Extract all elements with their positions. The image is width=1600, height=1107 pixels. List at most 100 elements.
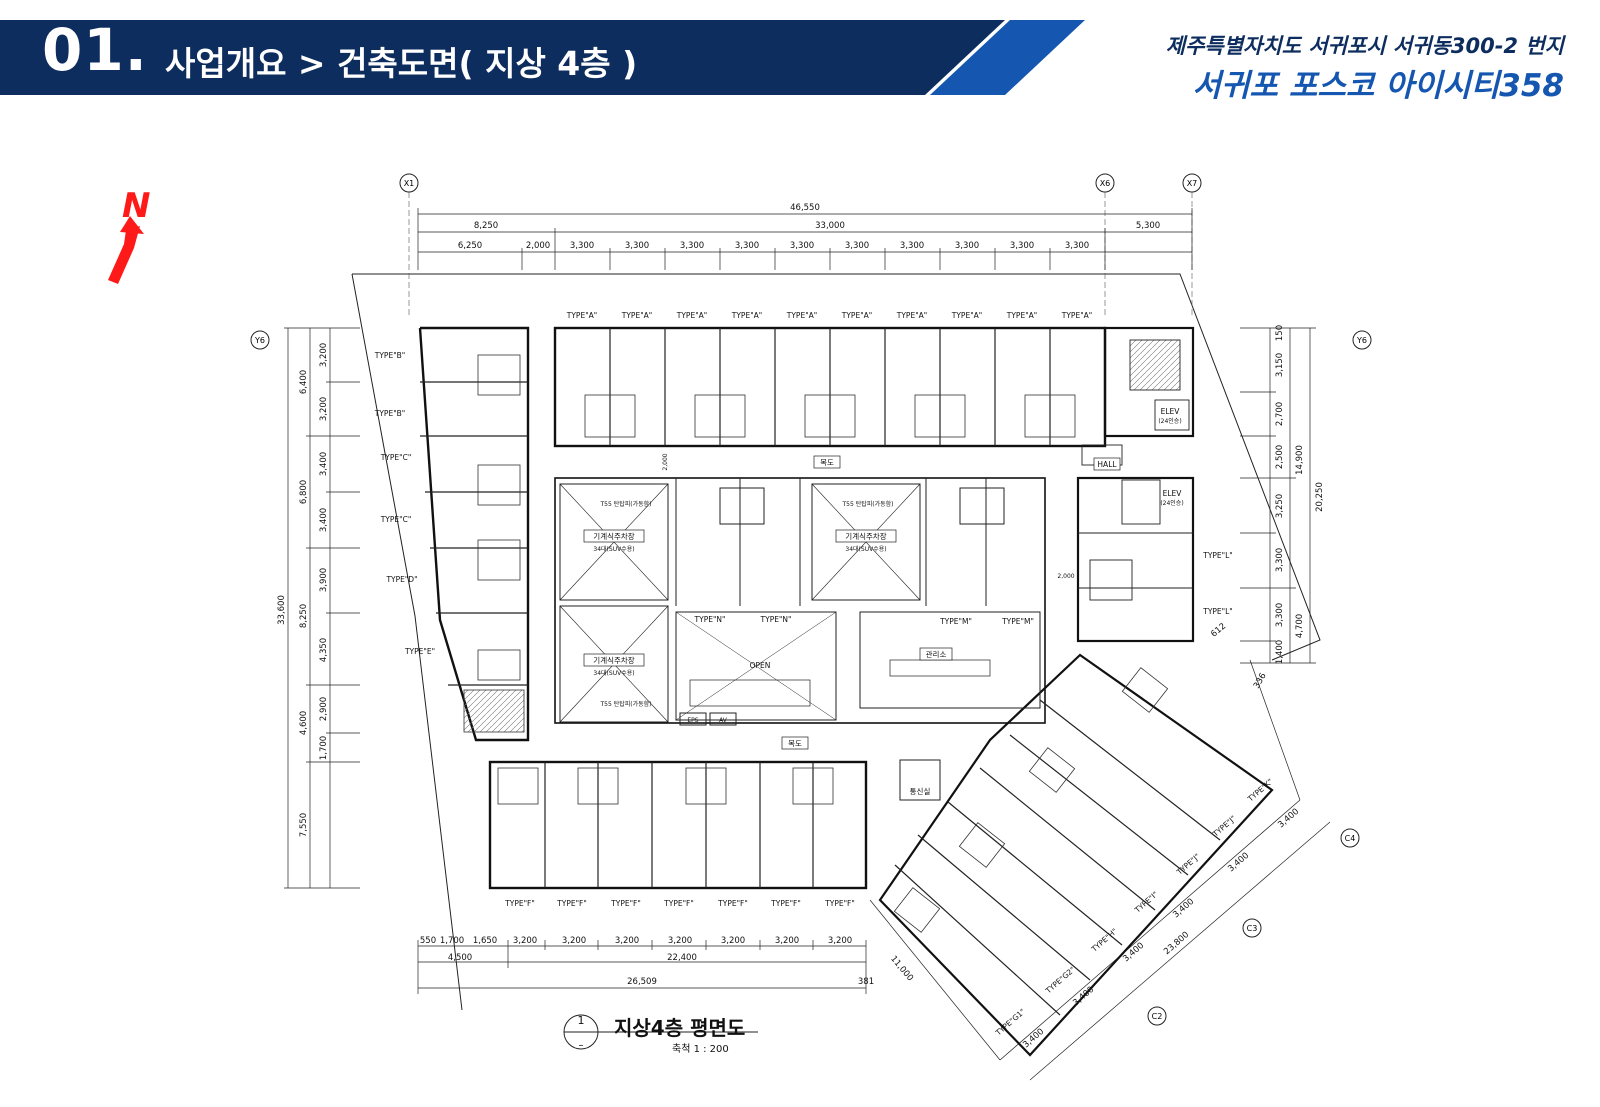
site-address: 제주특별자치도 서귀포시 서귀동300-2 번지 (1165, 34, 1564, 58)
bottom-dimension-text: 550 1,700 1,650 3,200 3,200 3,200 3,200 … (420, 936, 874, 987)
parking-sub-3: 34대(SUV수용) (845, 545, 886, 553)
core-interior (1078, 339, 1193, 601)
unit-labels-diag: TYPE"G1" TYPE"G2" TYPE"H" TYPE"I" TYPE"J… (993, 777, 1275, 1038)
dim-bot-d3: 1,650 (473, 936, 497, 946)
dim-left-g2: 6,800 (299, 480, 309, 504)
elev2-sub: (24인승) (1160, 500, 1183, 507)
corr-dim-1: 2,000 (662, 453, 669, 470)
dim-right-d3: 2,500 (1275, 445, 1285, 469)
drawing-number: 1 (577, 1014, 585, 1027)
dim-top-overall: 46,550 (790, 203, 820, 213)
parking-sub-1: 34대(SUV수용) (593, 545, 634, 553)
dim-left-d8: 1,700 (319, 736, 329, 760)
unit-labels-center: TYPE"N" TYPE"N" TYPE"M" TYPE"M" (694, 615, 1034, 626)
dim-right-d5: 3,300 (1275, 548, 1285, 572)
grid-tag-y6-right: Y6 (1356, 336, 1367, 345)
dim-right-group: 14,900 (1295, 445, 1305, 475)
page-header: 01. 사업개요 > 건축도면( 지상 4층 ) 제주특별자치도 서귀포시 서귀… (0, 0, 1600, 104)
dim-diag-small: 612 (1209, 621, 1228, 639)
unit-label: TYPE"L" (1202, 551, 1233, 560)
dim-bot-d5: 3,200 (562, 936, 586, 946)
diagonal-dimension-lines (869, 659, 1331, 1081)
site-boundary (351, 273, 1321, 1011)
elev1-label: ELEV (1161, 407, 1181, 416)
dim-right-d2: 2,700 (1275, 402, 1285, 426)
north-arrow-icon (108, 216, 144, 284)
dim-top-d12: 3,300 (1065, 241, 1089, 251)
corr-dim-2: 2,000 (1057, 573, 1074, 580)
dim-bot-d8: 3,200 (721, 936, 745, 946)
dim-diag-corner: 336 (1252, 671, 1269, 690)
dim-top-d5: 3,300 (680, 241, 704, 251)
grid-tag-x7: X7 (1187, 179, 1198, 188)
dim-top-d1: 6,250 (458, 241, 482, 251)
room-labels: 복도 복도 HALL ELEV (24인승) ELEV (24인승) 기계식주차… (583, 407, 1184, 796)
grid-tag-c4: C4 (1345, 834, 1356, 843)
elev1-sub: (24인승) (1158, 418, 1181, 425)
diag-wing-bathrooms (893, 667, 1169, 933)
unit-label: TYPE"B" (374, 351, 405, 360)
left-stair (463, 689, 525, 733)
unit-label: TYPE"N" (760, 615, 792, 624)
diag-wing-partitions (894, 699, 1221, 1016)
unit-labels-bottom: TYPE"F" TYPE"F" TYPE"F" TYPE"F" TYPE"F" … (504, 899, 855, 908)
dim-bot-d10: 3,200 (828, 936, 852, 946)
dim-bot-tail: 381 (858, 977, 874, 987)
unit-label: TYPE"G2" (1043, 965, 1077, 996)
header-banner (0, 20, 1085, 95)
unit-label: TYPE"A" (896, 311, 927, 320)
top-dimension-text: 46,550 8,250 33,000 5,300 6,250 2,000 3,… (458, 203, 1160, 251)
section-title: 사업개요 > 건축도면( 지상 4층 ) (165, 44, 638, 83)
dim-right-d7: 1,400 (1275, 640, 1285, 664)
grid-tag-c2: C2 (1152, 1012, 1163, 1021)
dim-left-d4: 3,400 (319, 508, 329, 532)
unit-label: TYPE"F" (717, 899, 748, 908)
left-dimension-text: 33,600 6,400 6,800 8,250 4,600 7,550 3,2… (277, 343, 329, 837)
comm-label: 통신실 (910, 786, 931, 796)
left-col-bathrooms (477, 354, 521, 681)
caption-symbol (563, 1014, 758, 1050)
courtyard-interior (559, 478, 1041, 726)
dim-left-g5: 7,550 (299, 813, 309, 837)
dim-left-g1: 6,400 (299, 370, 309, 394)
dim-left-d3: 3,400 (319, 452, 329, 476)
unit-label: TYPE"F" (663, 899, 694, 908)
bottom-dimension-lines (417, 940, 867, 994)
unit-label: TYPE"A" (951, 311, 982, 320)
drawing-scale: 축척 1 : 200 (672, 1044, 729, 1055)
dim-top-b: 33,000 (815, 221, 845, 231)
dim-bot-g2: 22,400 (667, 953, 697, 963)
parking-label-3: 기계식주차장 (845, 531, 886, 541)
left-col-partitions (420, 381, 528, 686)
unit-label: TYPE"E" (404, 647, 435, 656)
dim-bot-d7: 3,200 (668, 936, 692, 946)
bottom-row-bathrooms (497, 767, 834, 805)
unit-label: TYPE"F" (610, 899, 641, 908)
caption-dash: – (579, 1040, 584, 1051)
dim-left-g3: 8,250 (299, 604, 309, 628)
left-dimension-lines (284, 327, 360, 889)
dim-diag-overall: 23,800 (1162, 930, 1191, 957)
unit-label: TYPE"A" (786, 311, 817, 320)
top-dimension-lines (417, 208, 1193, 270)
unit-label: TYPE"M" (939, 617, 972, 626)
dim-top-d8: 3,300 (845, 241, 869, 251)
dim-bot-g1: 4,500 (448, 953, 472, 963)
dim-left-d6: 4,350 (319, 638, 329, 662)
dim-top-d3: 3,300 (570, 241, 594, 251)
grid-tag-y6-left: Y6 (254, 336, 265, 345)
unit-label: TYPE"A" (841, 311, 872, 320)
dim-left-overall: 33,600 (277, 595, 287, 625)
eps-label: EPS (687, 717, 698, 724)
unit-label: TYPE"N" (694, 615, 726, 624)
unit-label: TYPE"J" (1210, 814, 1237, 840)
north-label: N (122, 186, 151, 226)
dim-diag-left: 11,000 (888, 954, 915, 983)
unit-label: TYPE"A" (621, 311, 652, 320)
parking-sub-2: 34대(SUV수용) (593, 669, 634, 677)
hall-label: HALL (1097, 460, 1117, 469)
dim-left-d7: 2,900 (319, 697, 329, 721)
dim-right-d0: 150 (1275, 325, 1285, 341)
dim-right-d4: 3,250 (1275, 494, 1285, 518)
mgmt-label: 관리소 (926, 649, 947, 659)
